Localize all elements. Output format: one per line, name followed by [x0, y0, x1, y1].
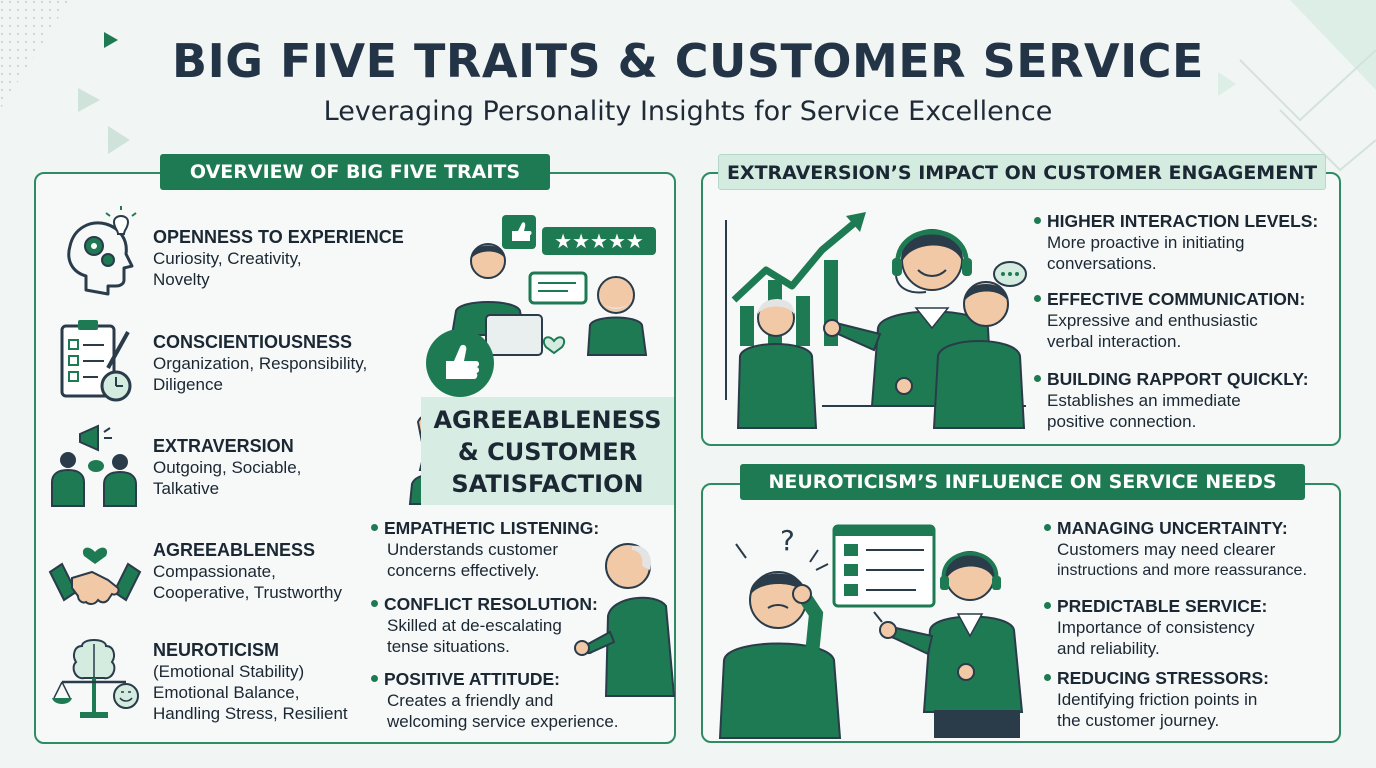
trait-conscientiousness: CONSCIENTIOUSNESS Organization, Responsi… — [153, 332, 368, 394]
page-subtitle: Leveraging Personality Insights for Serv… — [323, 96, 1053, 127]
agree-bullet-empathetic: EMPATHETIC LISTENING: Understands custom… — [371, 518, 599, 581]
overview-heading: OVERVIEW OF BIG FIVE TRAITS — [160, 154, 550, 190]
head-gears-icon — [67, 206, 137, 296]
extra-bullet-rapport: BUILDING RAPPORT QUICKLY: Establishes an… — [1034, 369, 1309, 432]
checklist-clock-icon — [60, 320, 132, 402]
question-mark: ? — [780, 524, 795, 557]
trait-neuroticism: NEUROTICISM (Emotional Stability) Emotio… — [153, 640, 348, 723]
brain-scale-icon — [52, 639, 139, 718]
elderly-customer-illustration — [574, 543, 676, 697]
stressed-customer-illustration: ? — [718, 524, 842, 739]
neuro-bullet-stressors: REDUCING STRESSORS: Identifying friction… — [1044, 668, 1269, 731]
trait-extraversion: EXTRAVERSION Outgoing, Sociable, Talkati… — [153, 436, 302, 498]
neuro-bullet-predictable: PREDICTABLE SERVICE: Importance of consi… — [1044, 596, 1267, 659]
handshake-heart-icon — [48, 547, 142, 605]
page-title: BIG FIVE TRAITS & CUSTOMER SERVICE — [172, 34, 1204, 88]
neuroticism-heading: NEUROTICISM’S INFLUENCE ON SERVICE NEEDS — [740, 464, 1305, 500]
agreeableness-heading: AGREEABLENESS & CUSTOMER SATISFACTION — [421, 397, 674, 505]
people-megaphone-icon — [51, 424, 137, 507]
extra-bullet-interaction: HIGHER INTERACTION LEVELS: More proactiv… — [1034, 211, 1318, 274]
call-center-illustration — [725, 212, 1027, 429]
star-rating: ★★★★★ — [554, 229, 644, 253]
support-agent-illustration — [873, 551, 1024, 738]
agree-bullet-conflict: CONFLICT RESOLUTION: Skilled at de-escal… — [371, 594, 598, 657]
extra-bullet-communication: EFFECTIVE COMMUNICATION: Expressive and … — [1034, 289, 1305, 352]
extraversion-heading: EXTRAVERSION’S IMPACT ON CUSTOMER ENGAGE… — [718, 154, 1326, 190]
neuro-bullet-uncertainty: MANAGING UNCERTAINTY: Customers may need… — [1044, 518, 1307, 581]
service-agent-illustration: ★★★★★ — [426, 215, 656, 397]
agree-bullet-positive: POSITIVE ATTITUDE: Creates a friendly an… — [371, 669, 619, 732]
trait-openness: OPENNESS TO EXPERIENCE Curiosity, Creati… — [153, 227, 404, 289]
trait-agreeableness: AGREEABLENESS Compassionate, Cooperative… — [153, 540, 342, 602]
service-screen-illustration — [832, 524, 936, 608]
